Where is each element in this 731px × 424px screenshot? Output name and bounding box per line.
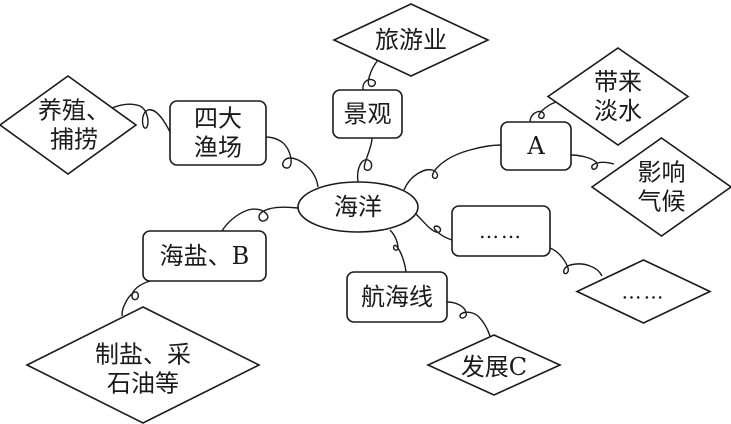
diamond-shape — [590, 137, 731, 237]
node-ocean[interactable]: 海洋 — [297, 181, 419, 233]
connector-ocean-to-fisheries — [265, 136, 319, 188]
connector-ocean-to-a — [403, 144, 502, 191]
node-label-line: 发展C — [461, 353, 527, 381]
connector-ocean-to-scenery — [356, 137, 373, 183]
diamond-shape — [0, 75, 138, 175]
node-aquaculture[interactable]: 养殖、捕捞 — [0, 75, 138, 175]
node-label-line: …… — [622, 280, 666, 304]
diamond-shape — [25, 306, 261, 424]
diamond-shape — [575, 259, 712, 324]
rounded-rect-shape — [500, 121, 572, 171]
connector-shipping-to-develop-c — [446, 301, 491, 337]
ellipse-shape — [297, 181, 419, 233]
node-more-box[interactable]: …… — [451, 205, 551, 257]
connector-more-box-to-more-diamond — [549, 247, 603, 277]
node-label-line: 淡水 — [594, 97, 642, 125]
node-label-line: 捕捞 — [50, 126, 98, 154]
nodes: 海洋四大渔场养殖、捕捞景观旅游业A带来淡水影响气候…………海盐、B制盐、采石油等… — [0, 3, 731, 424]
connectors — [111, 59, 615, 337]
node-label-line: 海盐、B — [160, 242, 250, 270]
node-label-line: 景观 — [344, 100, 392, 128]
connector-a-to-freshwater — [529, 101, 557, 123]
node-scenery[interactable]: 景观 — [332, 89, 403, 139]
node-label-line: A — [526, 132, 545, 160]
node-label-line: 旅游业 — [375, 26, 447, 54]
node-label-line: 带来 — [594, 68, 642, 96]
node-label-line: 四大 — [194, 104, 242, 132]
node-label-line: 养殖、 — [38, 96, 110, 124]
node-develop-c[interactable]: 发展C — [426, 334, 562, 396]
rounded-rect-shape — [451, 205, 551, 257]
node-label-line: 海洋 — [334, 193, 382, 221]
connector-ocean-to-salt-b — [221, 206, 299, 232]
connector-salt-b-to-salt-oil — [121, 280, 151, 317]
node-shipping[interactable]: 航海线 — [346, 271, 448, 323]
node-label-line: 航海线 — [361, 283, 433, 311]
rounded-rect-shape — [169, 100, 267, 166]
rounded-rect-shape — [332, 89, 403, 139]
rounded-rect-shape — [142, 230, 267, 282]
node-salt-b[interactable]: 海盐、B — [142, 230, 267, 282]
connector-ocean-to-more-box — [415, 213, 453, 241]
node-label-line: 气候 — [638, 188, 686, 216]
diamond-shape — [332, 3, 490, 77]
connector-fisheries-to-aquaculture — [111, 103, 171, 133]
rounded-rect-shape — [346, 271, 448, 323]
node-label-line: 石油等 — [107, 370, 179, 398]
node-label-line: 渔场 — [194, 134, 242, 162]
connector-a-to-climate — [570, 154, 615, 170]
node-label-line: 制盐、采 — [95, 340, 191, 368]
connector-ocean-to-shipping — [389, 229, 407, 273]
node-a[interactable]: A — [500, 121, 572, 171]
node-label-line: …… — [479, 219, 523, 243]
diamond-shape — [546, 47, 690, 146]
node-more-diamond[interactable]: …… — [575, 259, 712, 324]
node-tourism[interactable]: 旅游业 — [332, 3, 490, 77]
connector-scenery-to-tourism — [362, 59, 379, 91]
diamond-shape — [426, 334, 562, 396]
node-label-line: 影响 — [638, 158, 686, 186]
